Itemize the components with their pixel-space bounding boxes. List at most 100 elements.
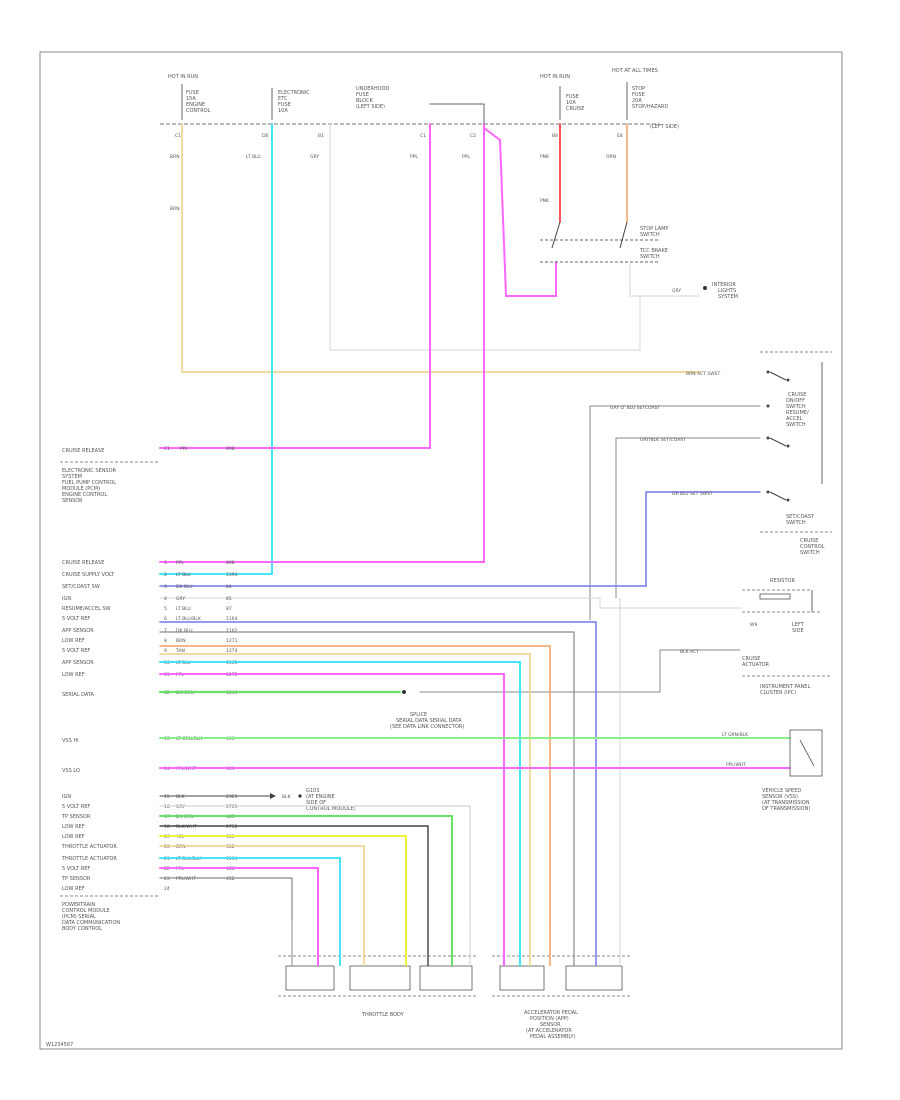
svg-text:SENSOR: SENSOR xyxy=(540,1022,561,1028)
svg-text:PNK: PNK xyxy=(540,154,550,160)
svg-text:RESUME/: RESUME/ xyxy=(786,410,809,416)
svg-text:3: 3 xyxy=(164,584,167,590)
svg-text:1: 1 xyxy=(164,560,167,566)
svg-text:BRN: BRN xyxy=(176,844,186,850)
svg-text:SWITCH: SWITCH xyxy=(786,520,806,526)
svg-text:DK BLU: DK BLU xyxy=(176,584,193,590)
top-fuse-2: ELECTRONIC ETC FUSE 10A xyxy=(271,88,310,120)
vss-sensor: VEHICLE SPEED SENSOR (VSS) (AT TRANSMISS… xyxy=(762,729,823,812)
interior-lights-note: GRY INTERIOR LIGHTS SYSTEM xyxy=(672,282,738,300)
svg-text:THROTTLE ACTUATOR: THROTTLE ACTUATOR xyxy=(61,844,117,850)
svg-text:SYSTEM: SYSTEM xyxy=(718,294,738,300)
wire-pink-brake xyxy=(483,127,557,297)
main-wires xyxy=(159,103,701,575)
svg-text:SENSOR (VSS): SENSOR (VSS) xyxy=(762,794,798,800)
svg-text:SET/COAST SW: SET/COAST SW xyxy=(62,584,100,590)
svg-text:PPL/WHT: PPL/WHT xyxy=(726,762,746,768)
svg-text:LT BLU: LT BLU xyxy=(176,572,191,578)
app-sensor-2 xyxy=(565,965,623,991)
svg-text:CRUISE RELEASE: CRUISE RELEASE xyxy=(62,448,104,454)
svg-text:STOP LAMP: STOP LAMP xyxy=(640,226,668,232)
svg-text:ACCEL: ACCEL xyxy=(786,416,802,422)
svg-text:FUSE: FUSE xyxy=(186,90,199,96)
svg-text:SIDE: SIDE xyxy=(792,628,804,634)
svg-text:FUEL PUMP CONTROL: FUEL PUMP CONTROL xyxy=(62,480,116,486)
svg-text:24: 24 xyxy=(164,886,170,892)
svg-text:ACCELERATOR PEDAL: ACCELERATOR PEDAL xyxy=(524,1010,578,1016)
wire-pink-loop xyxy=(429,103,485,125)
svg-text:DK BLU: DK BLU xyxy=(176,628,193,634)
svg-text:ETC: ETC xyxy=(278,96,288,102)
top-fuse-5: HOT AT ALL TIMES STOP FUSE 20A STOP/HAZA… xyxy=(612,68,679,130)
svg-text:84: 84 xyxy=(226,584,232,590)
svg-text:LOW REF: LOW REF xyxy=(62,824,85,830)
throttle-body: THROTTLE BODY xyxy=(278,955,478,1018)
svg-text:LT BLU/BLK: LT BLU/BLK xyxy=(176,616,202,622)
svg-text:LT BLU: LT BLU xyxy=(176,606,191,612)
pcm-row-8: LOW REF 8 BRN 1271 xyxy=(62,638,238,644)
svg-text:SERIAL DATA: SERIAL DATA xyxy=(62,692,95,698)
svg-text:FUSE: FUSE xyxy=(278,102,291,108)
svg-text:BRN ACT SWST: BRN ACT SWST xyxy=(686,371,720,377)
svg-text:1274: 1274 xyxy=(226,648,238,654)
svg-text:ON/OFF: ON/OFF xyxy=(786,398,805,404)
svg-text:5 VOLT REF: 5 VOLT REF xyxy=(62,804,90,810)
svg-text:FUSE: FUSE xyxy=(356,92,369,98)
svg-text:FUSE: FUSE xyxy=(566,94,579,100)
svg-text:18: 18 xyxy=(164,824,170,830)
top-pins: C1 D6 B1 C1 C2 B8 E8 xyxy=(175,133,623,139)
svg-text:CONTROL MODULE: CONTROL MODULE xyxy=(62,908,110,914)
svg-text:LT BLU: LT BLU xyxy=(246,154,261,160)
svg-text:CRUISE: CRUISE xyxy=(788,392,806,398)
svg-text:ENGINE: ENGINE xyxy=(186,102,205,108)
svg-text:DATA COMMUNICATION: DATA COMMUNICATION xyxy=(62,920,120,926)
svg-text:SIDE OF: SIDE OF xyxy=(306,800,326,806)
vss-hi-row: VSS HI 13 LT GRN/BLK 400 LT GRN/BLK xyxy=(62,732,791,744)
svg-text:PPL: PPL xyxy=(176,560,184,566)
svg-text:PNK: PNK xyxy=(540,198,550,204)
pcm-row-3: SET/COAST SW 3 DK BLU 84 xyxy=(62,584,232,590)
svg-text:BLK ACT: BLK ACT xyxy=(680,649,699,655)
resume-switch-2: GRY/BLK SET/COAST xyxy=(615,436,790,599)
top-fuses: HOT IN RUN FUSE 15A ENGINE CONTROL ELECT… xyxy=(168,68,679,130)
svg-text:LOW REF: LOW REF xyxy=(62,834,85,840)
cruise-actuator: BLK ACT CRUISE ACTUATOR INSTRUMENT PANEL… xyxy=(159,597,832,696)
svg-text:G103: G103 xyxy=(306,788,319,794)
pcm-row-5: RESUME/ACCEL SW 5 LT BLU 87 xyxy=(62,606,232,612)
svg-text:E8: E8 xyxy=(617,133,623,139)
svg-text:(SEE DATA LINK CONNECTOR): (SEE DATA LINK CONNECTOR) xyxy=(390,724,464,730)
svg-text:SWITCH: SWITCH xyxy=(640,232,660,238)
svg-text:W9: W9 xyxy=(750,622,757,628)
serial-data: SERIAL DATA 12 DK GRN 1049 SPLICE SERIAL… xyxy=(62,690,464,730)
svg-text:10A: 10A xyxy=(566,100,576,106)
svg-text:CONTROL MODULE): CONTROL MODULE) xyxy=(306,806,356,812)
svg-text:STOP/HAZARD: STOP/HAZARD xyxy=(632,104,668,110)
arrow-icon xyxy=(270,793,276,799)
pcm-title: ELECTRONIC SENSOR SYSTEM FUEL PUMP CONTR… xyxy=(60,446,235,504)
tps-row-1: IGN 15 BLK 2321 BLK G103 (AT ENGINE SIDE… xyxy=(62,788,356,812)
svg-text:CONTROL: CONTROL xyxy=(800,544,825,550)
svg-text:IGN: IGN xyxy=(62,596,71,602)
tps-row-4: LOW REF 18 BLK/WHT 2752 xyxy=(62,824,429,921)
svg-text:CRUISE: CRUISE xyxy=(566,106,584,112)
svg-text:582: 582 xyxy=(226,844,235,850)
svg-text:87: 87 xyxy=(226,606,232,612)
svg-text:(LEFT SIDE): (LEFT SIDE) xyxy=(650,124,679,130)
svg-text:GRY: GRY xyxy=(176,596,185,602)
svg-text:RESISTOR: RESISTOR xyxy=(770,578,795,584)
svg-text:SERIAL DATA SERIAL DATA: SERIAL DATA SERIAL DATA xyxy=(396,718,462,724)
svg-text:(AT ACCELERATOR: (AT ACCELERATOR xyxy=(526,1028,572,1034)
svg-text:MODULE (PCM): MODULE (PCM) xyxy=(62,486,100,492)
svg-text:SWITCH: SWITCH xyxy=(640,254,660,260)
svg-text:SENSOR: SENSOR xyxy=(62,498,83,504)
top-wire-labels: BRN LT BLU GRY PPL PPL PNK ORN BRN PNK xyxy=(170,154,616,212)
tps-row-10: LOW REF 24 xyxy=(62,886,170,892)
svg-text:THROTTLE BODY: THROTTLE BODY xyxy=(361,1012,405,1018)
svg-text:5 VOLT REF: 5 VOLT REF xyxy=(62,648,90,654)
svg-text:15: 15 xyxy=(164,794,170,800)
svg-text:VSS LO: VSS LO xyxy=(62,768,80,774)
tps-row-2: 5 VOLT REF 16 GRY 2701 xyxy=(62,804,471,921)
svg-text:RESUME/ACCEL SW: RESUME/ACCEL SW xyxy=(62,606,111,612)
resistor-block: RESISTOR W9 LEFT SIDE xyxy=(742,578,820,634)
